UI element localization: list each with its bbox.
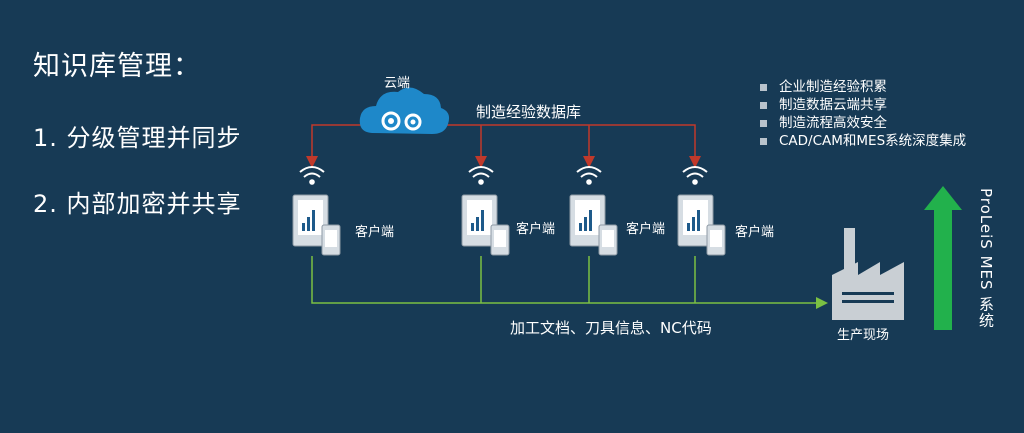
tablet-phone-icon — [677, 194, 726, 256]
page-title: 知识库管理： — [33, 51, 201, 82]
up-arrow-icon — [924, 186, 962, 330]
client-label-3: 客户端 — [626, 222, 666, 237]
green-connectors — [311, 256, 828, 309]
bullet-square-icon — [760, 101, 767, 109]
client-label-2: 客户端 — [516, 222, 556, 237]
feature-item: 企业制造经验积累 — [760, 78, 966, 96]
wifi-icon — [682, 166, 708, 185]
cloud-label: 云端 — [384, 76, 411, 91]
tablet-phone-icon — [461, 194, 510, 256]
bullet-square-icon — [760, 119, 767, 127]
feature-item: 制造流程高效安全 — [760, 114, 966, 132]
red-connectors — [306, 124, 701, 168]
factory-icon — [832, 228, 904, 320]
point-1: 1. 分级管理并同步 — [33, 124, 242, 152]
factory-label: 生产现场 — [837, 328, 890, 343]
feature-list: 企业制造经验积累 制造数据云端共享 制造流程高效安全 CAD/CAM和MES系统… — [760, 78, 966, 150]
feature-item: CAD/CAM和MES系统深度集成 — [760, 132, 966, 150]
client-label-4: 客户端 — [735, 225, 775, 240]
bullet-square-icon — [760, 83, 767, 91]
cloud-gear-icon — [359, 87, 450, 134]
client-label-1: 客户端 — [355, 225, 395, 240]
wifi-icon — [468, 166, 494, 185]
tablet-phone-icon — [292, 194, 341, 256]
flow-label: 加工文档、刀具信息、NC代码 — [510, 319, 712, 337]
tablet-phone-icon — [569, 194, 618, 256]
wifi-icon — [576, 166, 602, 185]
feature-item: 制造数据云端共享 — [760, 96, 966, 114]
bullet-square-icon — [760, 137, 767, 145]
vertical-system-label: ProLeiS MES 系统 — [977, 188, 995, 329]
wifi-icon — [299, 166, 325, 185]
point-2: 2. 内部加密并共享 — [33, 190, 242, 218]
database-label: 制造经验数据库 — [476, 103, 582, 121]
